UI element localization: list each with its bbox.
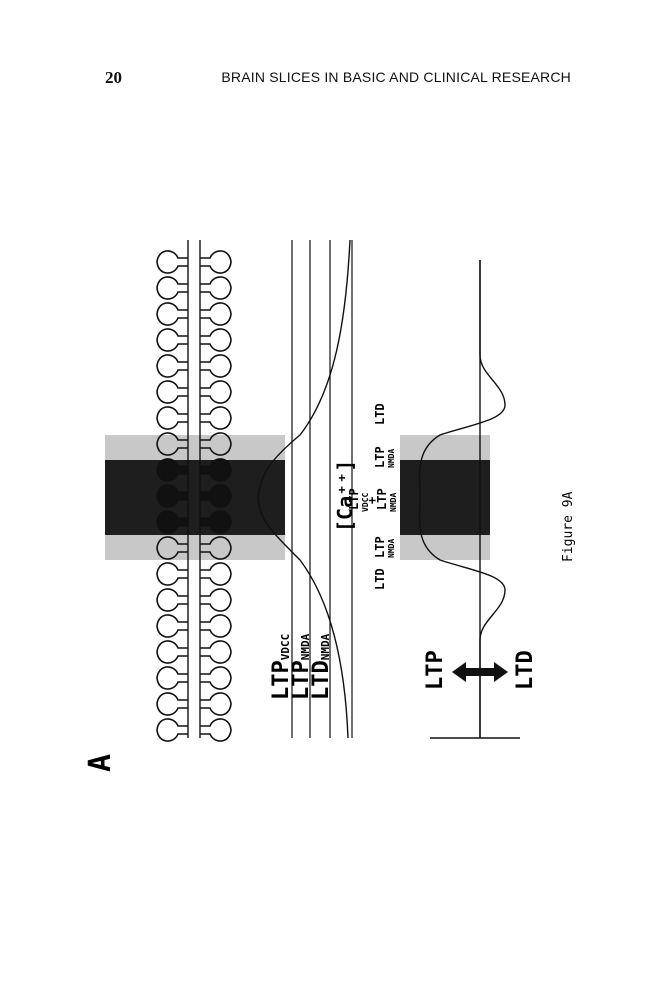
spine-icon [200,692,232,716]
spine-icon [156,276,188,300]
double-arrow-icon [452,662,508,682]
calcium-shading-lower [400,435,490,560]
spine-icon [156,354,188,378]
spine-icon [156,536,188,560]
spine-icon [200,302,232,326]
running-head: BRAIN SLICES IN BASIC AND CLINICAL RESEA… [221,69,571,85]
spine-icon [156,458,188,482]
spine-icon [200,276,232,300]
zone-labels: LTD LTP NMDA LTP VDCC + LTP NMDA LTP NMD… [347,403,398,590]
spine-icon [200,614,232,638]
spine-icon [200,380,232,404]
spine-icon [156,328,188,352]
spine-icon [200,250,232,274]
spine-icon [200,484,232,508]
spine-icon [200,510,232,534]
spine-icon [156,640,188,664]
page-header: 20 BRAIN SLICES IN BASIC AND CLINICAL RE… [0,68,666,92]
spine-icon [156,406,188,430]
spine-icon [156,666,188,690]
spine-icon [156,432,188,456]
figure-caption: Figure 9A [561,491,576,562]
plasticity-axis-labels: LTP LTD [423,650,538,690]
zone-center-top: LTP [347,488,361,510]
spine-icon [156,302,188,326]
zone-ltp-nmda-right: LTP [373,446,387,468]
figure-rotated-group [105,239,520,742]
plasticity-curve [418,260,506,738]
zone-ltp-nmda-left: LTP [373,536,387,558]
axis-label-ltd: LTD [513,650,538,690]
calcium-label: [Ca⁺⁺] [333,460,357,532]
spine-icon [156,510,188,534]
threshold-label-ltd-nmda: LTDNMDA [309,633,334,700]
zone-center-top-sub: VDCC [361,493,370,512]
spine-icon [156,692,188,716]
spine-icon [156,380,188,404]
page-number: 20 [105,68,122,87]
spine-icon [156,484,188,508]
spine-icon [200,406,232,430]
spine-icon [200,718,232,742]
zone-center-bottom-sub: NMDA [389,493,398,512]
spine-icon [200,328,232,352]
spine-icon [156,562,188,586]
spine-icon [200,458,232,482]
spine-icon [200,666,232,690]
spine-icon [200,640,232,664]
threshold-label-ltp-vdcc: LTPVDCC [269,634,294,700]
calcium-curve [257,239,351,739]
spine-icon [156,588,188,612]
zone-ltp-nmda-right-sub: NMDA [387,449,396,468]
spine-icon [200,536,232,560]
panel-label: A [83,754,118,772]
spine-icon [200,354,232,378]
zone-center-plus: + [365,497,379,504]
spine-icon [156,718,188,742]
spine-icon [156,250,188,274]
threshold-lines [291,240,353,738]
zone-ltp-nmda-left-sub: NMDA [387,539,396,558]
spine-icon [200,562,232,586]
zone-ltd-right: LTD [373,403,387,425]
spine-icon [200,432,232,456]
dendritic-spines [156,240,232,742]
threshold-label-ltp-nmda: LTPNMDA [289,633,314,700]
axis-label-ltp: LTP [423,650,448,690]
spine-icon [156,614,188,638]
threshold-labels: LTPVDCC LTPNMDA LTDNMDA [269,633,334,700]
spine-icon [200,588,232,612]
zone-ltd-left: LTD [373,568,387,590]
zone-center-bottom: LTP [375,488,389,510]
calcium-shading-upper [105,435,285,560]
